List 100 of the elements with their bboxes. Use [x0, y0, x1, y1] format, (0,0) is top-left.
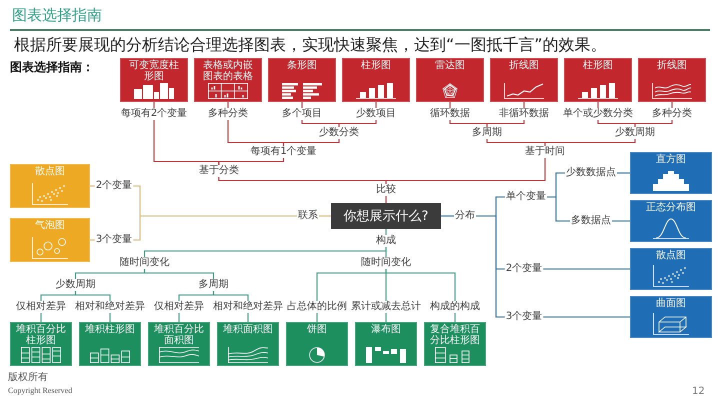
connector-line [144, 269, 214, 279]
card-title: 堆积柱形图 [85, 324, 135, 335]
connector-line [634, 120, 673, 127]
branch-label: 多种分类 [651, 108, 693, 120]
chart-card [268, 58, 336, 102]
connector-line [90, 239, 95, 241]
branch-label: 少数项目 [355, 108, 397, 120]
connector-line [74, 291, 111, 301]
connector-line [301, 102, 303, 108]
connector-line [385, 196, 387, 203]
connector-line [385, 229, 387, 235]
connector-line [178, 313, 180, 322]
connector-line [617, 172, 630, 174]
connector-line [476, 215, 505, 318]
card-title: 堆积百分比面积图 [154, 324, 204, 346]
connector-line [547, 196, 570, 222]
connector-line [218, 177, 387, 184]
connector-line [247, 313, 249, 322]
branch-label: 基于时间 [524, 146, 566, 158]
card-title: 表格或内嵌图表的表格 [202, 60, 254, 82]
connector-line [441, 215, 454, 217]
connector-line [385, 158, 546, 184]
chart-card [638, 58, 706, 102]
connector-line [316, 313, 318, 322]
connector-line [218, 158, 284, 165]
branch-label: 每项有2个变量 [120, 108, 188, 120]
branch-label: 每项有1个变量 [249, 146, 318, 158]
branch-label: 联系 [297, 210, 319, 222]
branch-label: 多种分类 [207, 108, 249, 120]
chart-card [490, 58, 558, 102]
branch-label: 随时间变化 [118, 257, 170, 269]
connector-line [338, 120, 377, 127]
branch-label: 基于分类 [198, 165, 240, 177]
branch-label: 比较 [375, 184, 397, 196]
connector-line [90, 185, 95, 187]
chart-card [79, 322, 141, 366]
branch-label: 占总体的比例 [286, 301, 348, 313]
copyright-note: 版权所有 [8, 372, 48, 384]
connector-line [523, 102, 525, 108]
branch-label: 相对和绝对差异 [212, 301, 284, 313]
connector-line [385, 247, 387, 257]
chart-card [120, 58, 188, 102]
branch-label: 相对和绝对差异 [74, 301, 146, 313]
branch-label: 累计或减去总计 [350, 301, 422, 313]
connector-line [375, 102, 377, 108]
chart-card [630, 296, 712, 338]
connector-line [227, 102, 229, 108]
card-title: 散点图 [656, 250, 686, 261]
connector-line [153, 120, 220, 165]
card-title: 饼图 [307, 324, 327, 335]
branch-label: 少数周期 [54, 279, 96, 291]
connector-line [543, 268, 630, 270]
branch-label: 少数周期 [614, 127, 656, 139]
chart-card [10, 218, 90, 262]
connector-line [449, 102, 451, 108]
connector-line [385, 269, 456, 301]
branch-label: 2个变量 [504, 263, 544, 275]
connector-line [385, 313, 387, 322]
page-title: 图表选择指南 [12, 5, 102, 25]
card-title: 折线图 [509, 60, 539, 71]
card-title: 柱形图 [361, 60, 391, 71]
branch-label: 分布 [454, 210, 476, 222]
connector-line [109, 313, 111, 322]
card-title: 瀑布图 [371, 324, 401, 335]
chart-card [342, 58, 410, 102]
connector-line [40, 313, 42, 322]
card-title: 可变宽度柱形图 [128, 60, 180, 82]
connector-line [486, 120, 525, 127]
page-number: 12 [692, 386, 705, 398]
card-title: 复合堆积百分比柱形图 [430, 324, 480, 346]
chart-card [564, 58, 632, 102]
connector-line [449, 120, 488, 127]
branch-label: 单个或少数分类 [562, 108, 634, 120]
subtitle: 根据所要展现的分析结论合理选择图表，实现快速聚焦，达到“一图抵千言”的效果。 [14, 34, 607, 55]
chart-card [194, 58, 262, 102]
connector-line [282, 139, 340, 146]
branch-label: 随时间变化 [360, 257, 412, 269]
connector-line [153, 102, 155, 108]
card-title: 柱形图 [583, 60, 613, 71]
connector-line [454, 313, 456, 322]
card-title: 散点图 [35, 166, 65, 177]
card-title: 堆积百分比柱形图 [16, 324, 66, 346]
chart-card [286, 322, 348, 366]
card-title: 曲面图 [656, 298, 686, 309]
card-title: 条形图 [287, 60, 317, 71]
card-title: 直方图 [656, 154, 686, 165]
branch-label: 多个项目 [281, 108, 323, 120]
chart-card [424, 322, 486, 366]
branch-label: 多数据点 [570, 215, 612, 227]
connector-line [301, 120, 340, 127]
chart-card [630, 200, 712, 242]
section-heading: 图表选择指南： [10, 60, 94, 75]
branch-label: 3个变量 [94, 234, 134, 246]
question-box: 你想展示什么? [331, 203, 441, 229]
branch-label: 循环数据 [429, 108, 471, 120]
branch-label: 仅相对差异 [15, 301, 67, 313]
connector-line [133, 215, 297, 241]
branch-label: 构成 [375, 235, 397, 247]
chart-card [416, 58, 484, 102]
branch-label: 多周期 [471, 127, 503, 139]
